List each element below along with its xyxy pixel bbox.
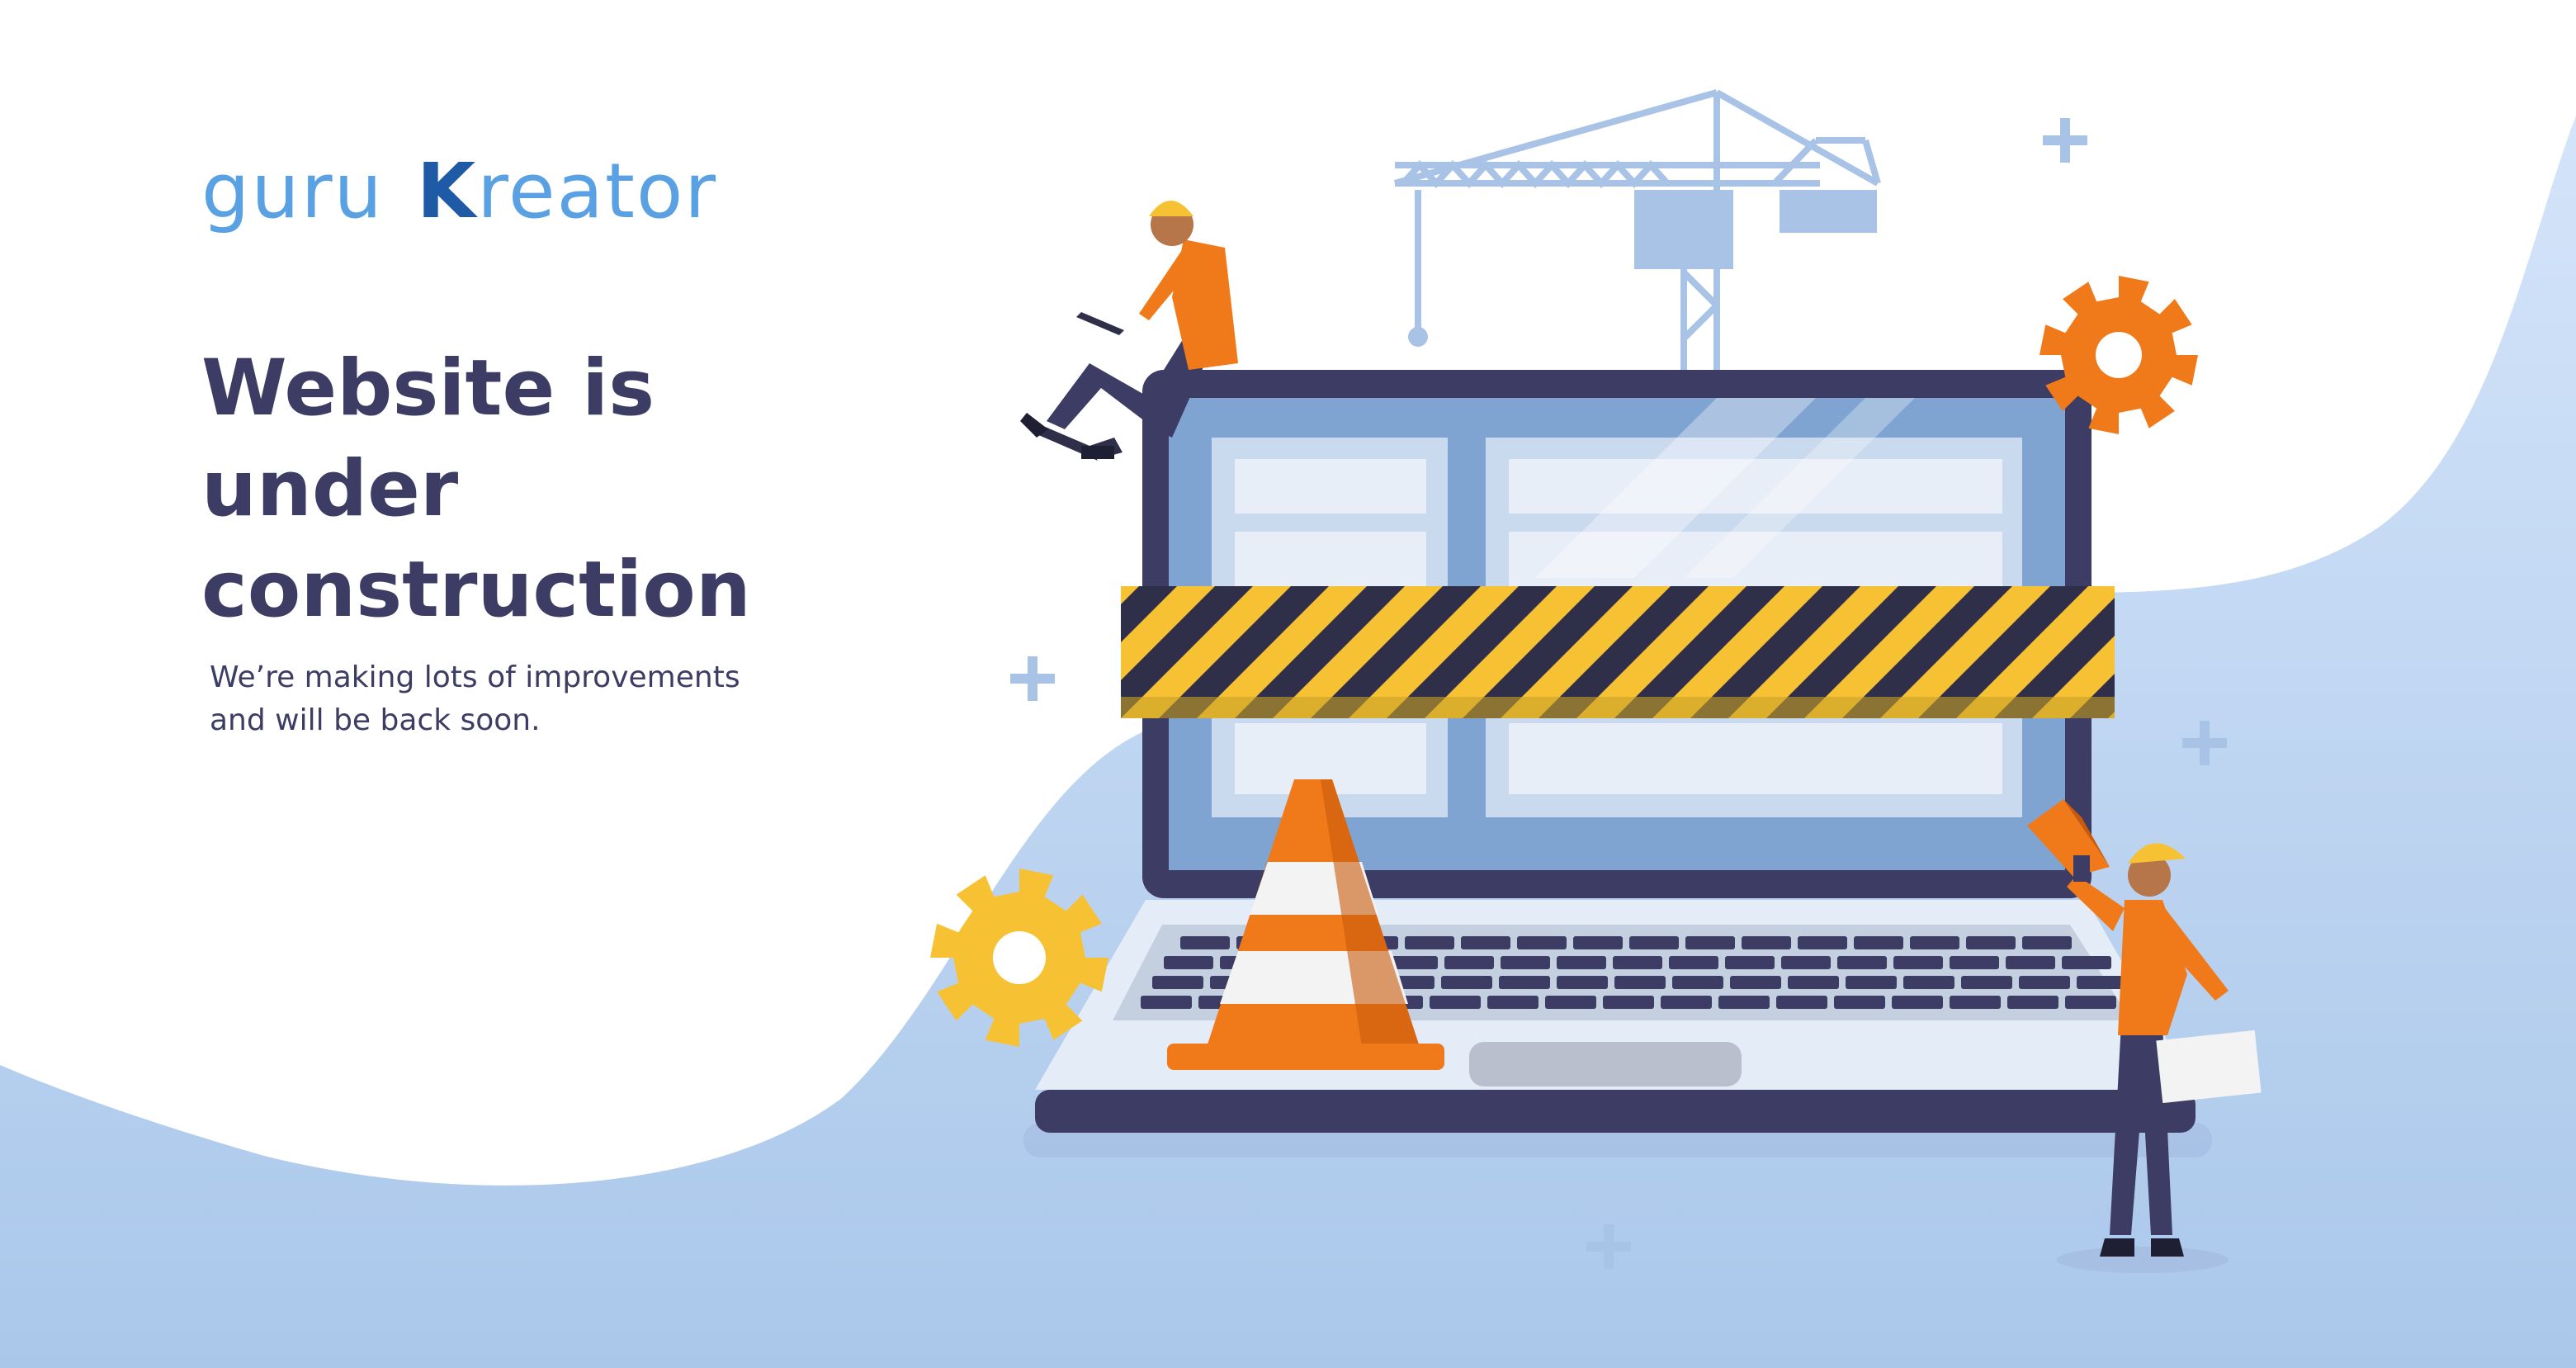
worker-icon — [1020, 201, 1238, 461]
page-title-line-1: Website is — [201, 343, 655, 433]
brand-k-letter: K — [416, 147, 478, 235]
brand-logo[interactable]: guru K reator — [201, 122, 717, 230]
crane-counterweight — [1780, 190, 1877, 233]
page-subtitle-line-2: and will be back soon. — [210, 703, 541, 737]
plus-icon — [2182, 721, 2227, 765]
traffic-cone-icon — [1167, 779, 1444, 1070]
crane-cab — [1634, 190, 1733, 269]
brand-word-reator: reator — [477, 147, 718, 235]
caution-tape-icon — [1121, 586, 2115, 718]
worker-icon — [2067, 843, 2262, 1257]
plus-icon — [2043, 118, 2087, 163]
gear-icon — [930, 869, 1108, 1047]
page-subtitle: We’re making lots of improvements and wi… — [210, 656, 952, 742]
laptop-icon — [1035, 370, 2196, 1133]
plus-icon — [1010, 656, 1055, 701]
page-subtitle-line-1: We’re making lots of improvements — [210, 660, 740, 694]
plus-icon — [1586, 1224, 1631, 1269]
page-title-line-2: under — [201, 444, 459, 534]
page-title-line-3: construction — [201, 545, 751, 635]
brand-word-guru: guru — [201, 147, 384, 235]
page-title: Website is under construction — [201, 338, 944, 641]
gear-icon — [2040, 276, 2198, 434]
crane-hook — [1408, 327, 1428, 347]
megaphone-icon — [2027, 799, 2110, 882]
